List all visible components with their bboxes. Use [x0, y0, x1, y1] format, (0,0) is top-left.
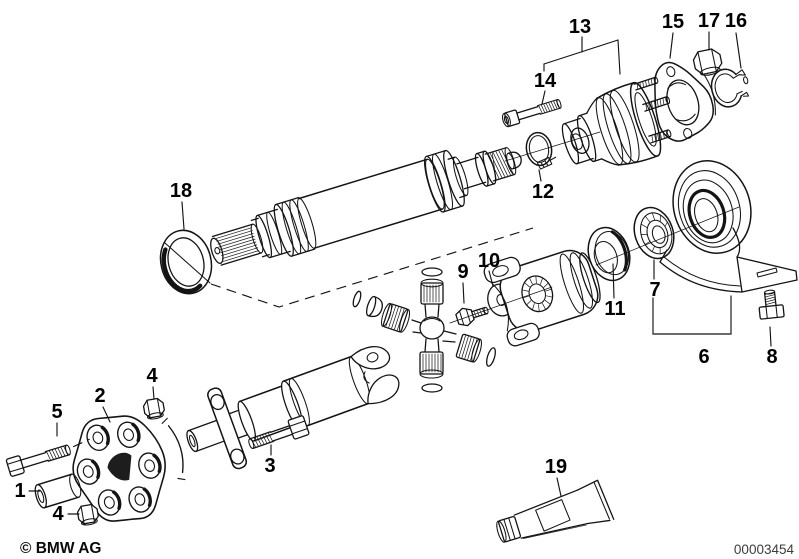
- callout-6: 6: [698, 346, 709, 368]
- cv-centerline: [504, 131, 601, 162]
- callout-5: 5: [51, 401, 62, 423]
- callout-16: 16: [725, 10, 747, 32]
- callout-1: 1: [14, 480, 25, 502]
- callout-3: 3: [264, 455, 275, 477]
- bolt-8: [758, 289, 785, 320]
- flex-disc: [72, 415, 186, 522]
- bolt-3: [248, 415, 310, 450]
- callout-2: 2: [94, 385, 105, 407]
- hose-clamp-12: [525, 131, 557, 170]
- callout-11: 11: [604, 298, 625, 320]
- nut-4-lower: [76, 503, 99, 526]
- copyright-text: © BMW AG: [20, 540, 101, 557]
- callout-19: 19: [545, 456, 567, 478]
- center-mount-6: [659, 160, 798, 293]
- callout-10: 10: [478, 250, 500, 272]
- grease-tube-19: [496, 479, 615, 543]
- callout-17: 17: [698, 10, 720, 32]
- callout-13: 13: [569, 16, 591, 38]
- front-driveshaft: [210, 147, 522, 266]
- assembly-axis-dashed-line: [210, 227, 534, 308]
- nut-17: [692, 48, 723, 76]
- clamp-16: [710, 68, 750, 108]
- dust-cover-ring: [159, 229, 213, 295]
- seal-ring-11: [587, 226, 631, 282]
- leader-lines: [28, 31, 772, 515]
- bolt-14: [501, 98, 562, 128]
- callout-9: 9: [457, 261, 468, 283]
- callout-18: 18: [170, 180, 192, 202]
- rear-driveshaft: [186, 346, 400, 470]
- cv-joint: [561, 81, 662, 166]
- bolt-5: [5, 438, 90, 477]
- sliding-yoke: [483, 249, 601, 347]
- callout-8: 8: [766, 346, 777, 368]
- bearing-7: [633, 206, 675, 260]
- ujoint-centerline: [449, 286, 553, 324]
- callout-14: 14: [534, 70, 557, 92]
- universal-joint-spider: [352, 267, 496, 393]
- callout-labels: 13 14 15 17 16 12 18 9 10 11 7 6 8 2 4 5…: [14, 10, 777, 525]
- callout-4-lower: 4: [52, 503, 64, 525]
- cv-joint-studs: [633, 76, 672, 144]
- callout-12: 12: [532, 181, 554, 203]
- centering-sleeve: [34, 473, 82, 509]
- document-number: 00003454: [734, 542, 795, 557]
- callout-4-upper: 4: [146, 365, 158, 387]
- callout-15: 15: [662, 11, 684, 33]
- callout-7: 7: [649, 279, 660, 301]
- nut-4-upper: [142, 397, 165, 420]
- mount-centerline: [595, 206, 740, 266]
- companion-flange-15: [654, 61, 716, 142]
